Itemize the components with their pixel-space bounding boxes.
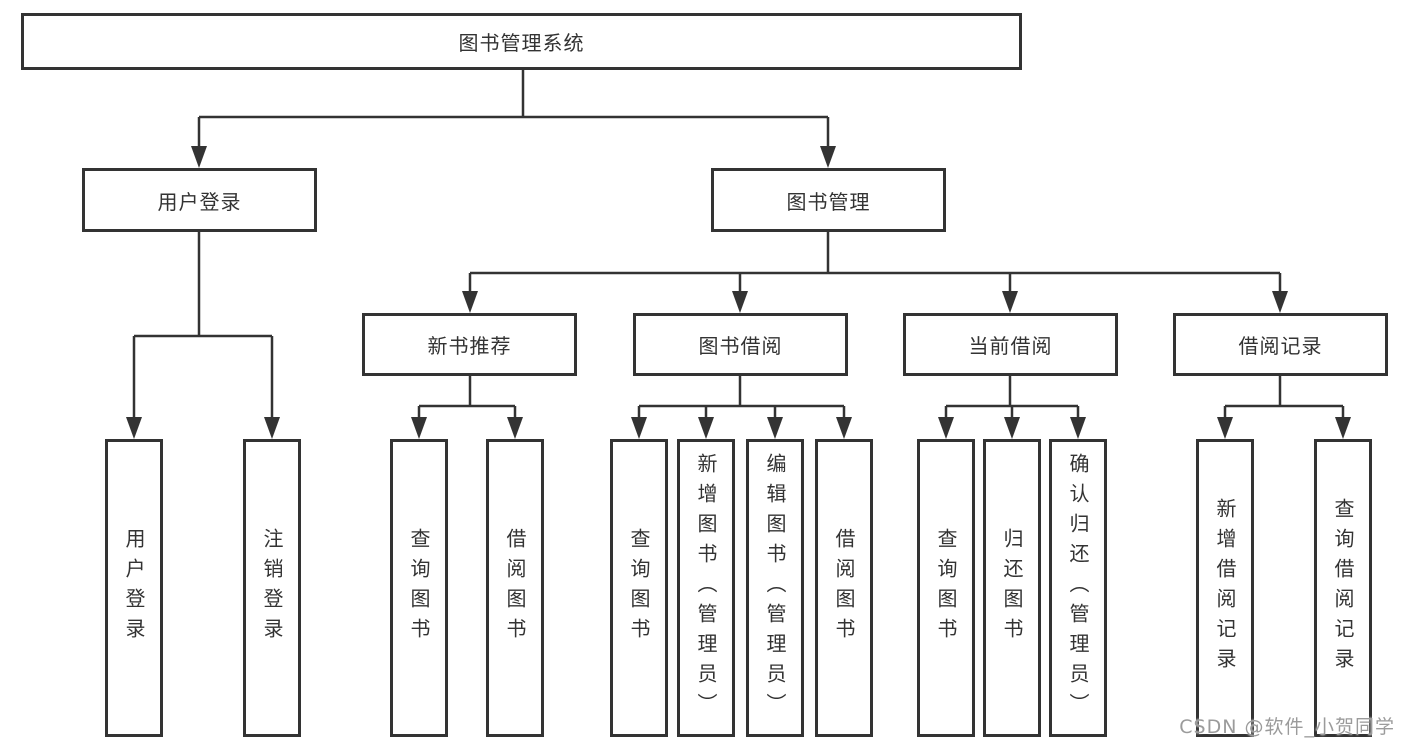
leaf-add-book-admin: 新增图书（管理员） [677, 439, 735, 737]
leaf-query-books-recommend: 查询图书 [390, 439, 448, 737]
node-new-book-recommendation: 新书推荐 [362, 313, 577, 376]
leaf-query-borrow-record: 查询借阅记录 [1314, 439, 1372, 737]
node-root-system: 图书管理系统 [21, 13, 1022, 70]
leaf-query-books-current: 查询图书 [917, 439, 975, 737]
node-borrowing-records: 借阅记录 [1173, 313, 1388, 376]
leaf-edit-book-admin: 编辑图书（管理员） [746, 439, 804, 737]
leaf-borrow-books-recommend: 借阅图书 [486, 439, 544, 737]
leaf-return-book: 归还图书 [983, 439, 1041, 737]
leaf-user-login: 用户登录 [105, 439, 163, 737]
leaf-query-books-borrowing: 查询图书 [610, 439, 668, 737]
node-book-borrowing: 图书借阅 [633, 313, 848, 376]
leaf-confirm-return-admin: 确认归还（管理员） [1049, 439, 1107, 737]
node-book-management-branch: 图书管理 [711, 168, 946, 232]
leaf-add-borrow-record: 新增借阅记录 [1196, 439, 1254, 737]
csdn-watermark: CSDN @软件_小贺同学 [1179, 716, 1395, 738]
node-user-login-branch: 用户登录 [82, 168, 317, 232]
leaf-logout: 注销登录 [243, 439, 301, 737]
leaf-borrow-books-borrowing: 借阅图书 [815, 439, 873, 737]
node-current-borrowing: 当前借阅 [903, 313, 1118, 376]
arrowheads [126, 146, 1351, 439]
